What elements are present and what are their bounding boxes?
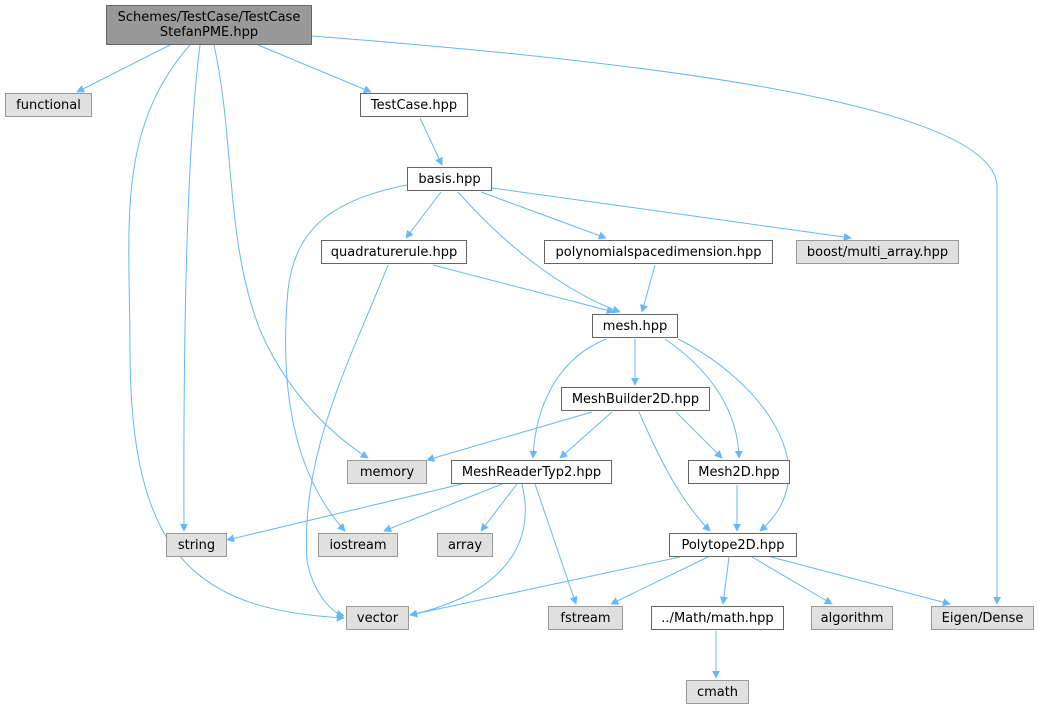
edge-meshbuilder-to-mesh2d: [675, 411, 723, 459]
edge-basis-to-multiarray: [491, 187, 852, 241]
edge-meshbuilder-to-memory: [426, 411, 593, 462]
node-fstream-label: fstream: [560, 610, 611, 626]
node-math-label: ../Math/math.hpp: [661, 610, 774, 626]
node-meshreader-label: MeshReaderTyp2.hpp: [461, 464, 602, 480]
edge-basis-to-iostream: [285, 184, 408, 532]
node-quadrature-label: quadraturerule.hpp: [330, 244, 458, 260]
edge-meshbuilder-to-meshreader: [559, 411, 613, 459]
node-eigen-label: Eigen/Dense: [941, 610, 1024, 626]
node-root[interactable]: Schemes/TestCase/TestCase StefanPME.hpp: [106, 5, 312, 45]
edge-meshbuilder-to-polytope: [638, 411, 711, 532]
edge-polytope-to-math: [719, 556, 730, 605]
node-algorithm-label: algorithm: [820, 610, 884, 626]
edge-quadrature-to-vector: [305, 264, 389, 618]
edge-root-to-functional: [76, 44, 171, 93]
node-eigen[interactable]: Eigen/Dense: [931, 606, 1034, 630]
node-multiarray[interactable]: boost/multi_array.hpp: [796, 240, 959, 264]
edge-meshreader-to-iostream: [383, 483, 503, 533]
edge-polytope-to-fstream: [610, 556, 709, 605]
node-string[interactable]: string: [166, 533, 227, 557]
edge-root-to-memory: [213, 44, 369, 459]
edge-root-to-vector: [128, 44, 345, 622]
node-iostream-label: iostream: [329, 537, 387, 553]
node-fstream[interactable]: fstream: [548, 606, 623, 630]
edge-polytope-to-vector: [409, 556, 681, 618]
edge-mesh-to-mesh2d: [664, 338, 743, 459]
node-basis[interactable]: basis.hpp: [407, 167, 492, 191]
edge-root-to-string: [179, 44, 201, 532]
edge-meshreader-to-array: [480, 483, 518, 532]
node-polyspace-label: polynomialspacedimension.hpp: [555, 244, 762, 260]
node-memory-label: memory: [359, 464, 415, 480]
node-multiarray-label: boost/multi_array.hpp: [806, 244, 949, 260]
edge-root-to-testcase: [257, 44, 372, 93]
node-polytope-label: Polytope2D.hpp: [681, 537, 785, 553]
node-meshbuilder-label: MeshBuilder2D.hpp: [571, 391, 700, 407]
node-array-label: array: [447, 537, 483, 553]
edge-quadrature-to-mesh: [432, 264, 615, 315]
edge-testcase-to-basis: [419, 117, 443, 166]
node-mesh2d[interactable]: Mesh2D.hpp: [688, 460, 790, 484]
node-cmath[interactable]: cmath: [686, 680, 749, 704]
edge-basis-to-mesh: [457, 191, 621, 314]
node-memory[interactable]: memory: [347, 460, 427, 484]
node-testcase[interactable]: TestCase.hpp: [360, 93, 468, 117]
edge-basis-to-polyspace: [480, 191, 607, 240]
edge-polyspace-to-mesh: [640, 264, 656, 313]
edge-mesh-to-meshreader: [529, 338, 607, 459]
node-meshbuilder[interactable]: MeshBuilder2D.hpp: [561, 387, 710, 411]
node-string-label: string: [177, 537, 216, 553]
node-functional-label: functional: [16, 97, 81, 113]
edge-meshreader-to-vector: [409, 483, 526, 618]
edge-polytope-to-algorithm: [751, 556, 833, 605]
node-cmath-label: cmath: [696, 684, 739, 700]
node-array[interactable]: array: [437, 533, 493, 557]
node-vector[interactable]: vector: [346, 606, 409, 630]
node-vector-label: vector: [356, 610, 399, 626]
edge-basis-to-quadrature: [405, 191, 442, 239]
node-functional[interactable]: functional: [5, 93, 92, 117]
node-basis-label: basis.hpp: [418, 171, 481, 187]
edge-meshreader-to-fstream: [534, 483, 578, 605]
node-mesh-label: mesh.hpp: [602, 318, 668, 334]
node-root-label: Schemes/TestCase/TestCase StefanPME.hpp: [117, 10, 301, 40]
node-meshreader[interactable]: MeshReaderTyp2.hpp: [451, 460, 612, 484]
edge-root-to-eigen: [311, 35, 1001, 605]
node-algorithm[interactable]: algorithm: [811, 606, 893, 630]
node-polytope[interactable]: Polytope2D.hpp: [669, 533, 797, 557]
edge-polytope-to-eigen: [770, 556, 951, 607]
edge-mesh-to-polytope: [677, 338, 790, 532]
node-mesh[interactable]: mesh.hpp: [592, 314, 678, 338]
node-testcase-label: TestCase.hpp: [370, 97, 458, 113]
edge-meshreader-to-string: [226, 483, 463, 543]
node-quadrature[interactable]: quadraturerule.hpp: [321, 240, 467, 264]
node-polyspace[interactable]: polynomialspacedimension.hpp: [544, 240, 773, 264]
node-mesh2d-label: Mesh2D.hpp: [698, 464, 780, 480]
node-iostream[interactable]: iostream: [318, 533, 398, 557]
node-math[interactable]: ../Math/math.hpp: [651, 606, 784, 630]
